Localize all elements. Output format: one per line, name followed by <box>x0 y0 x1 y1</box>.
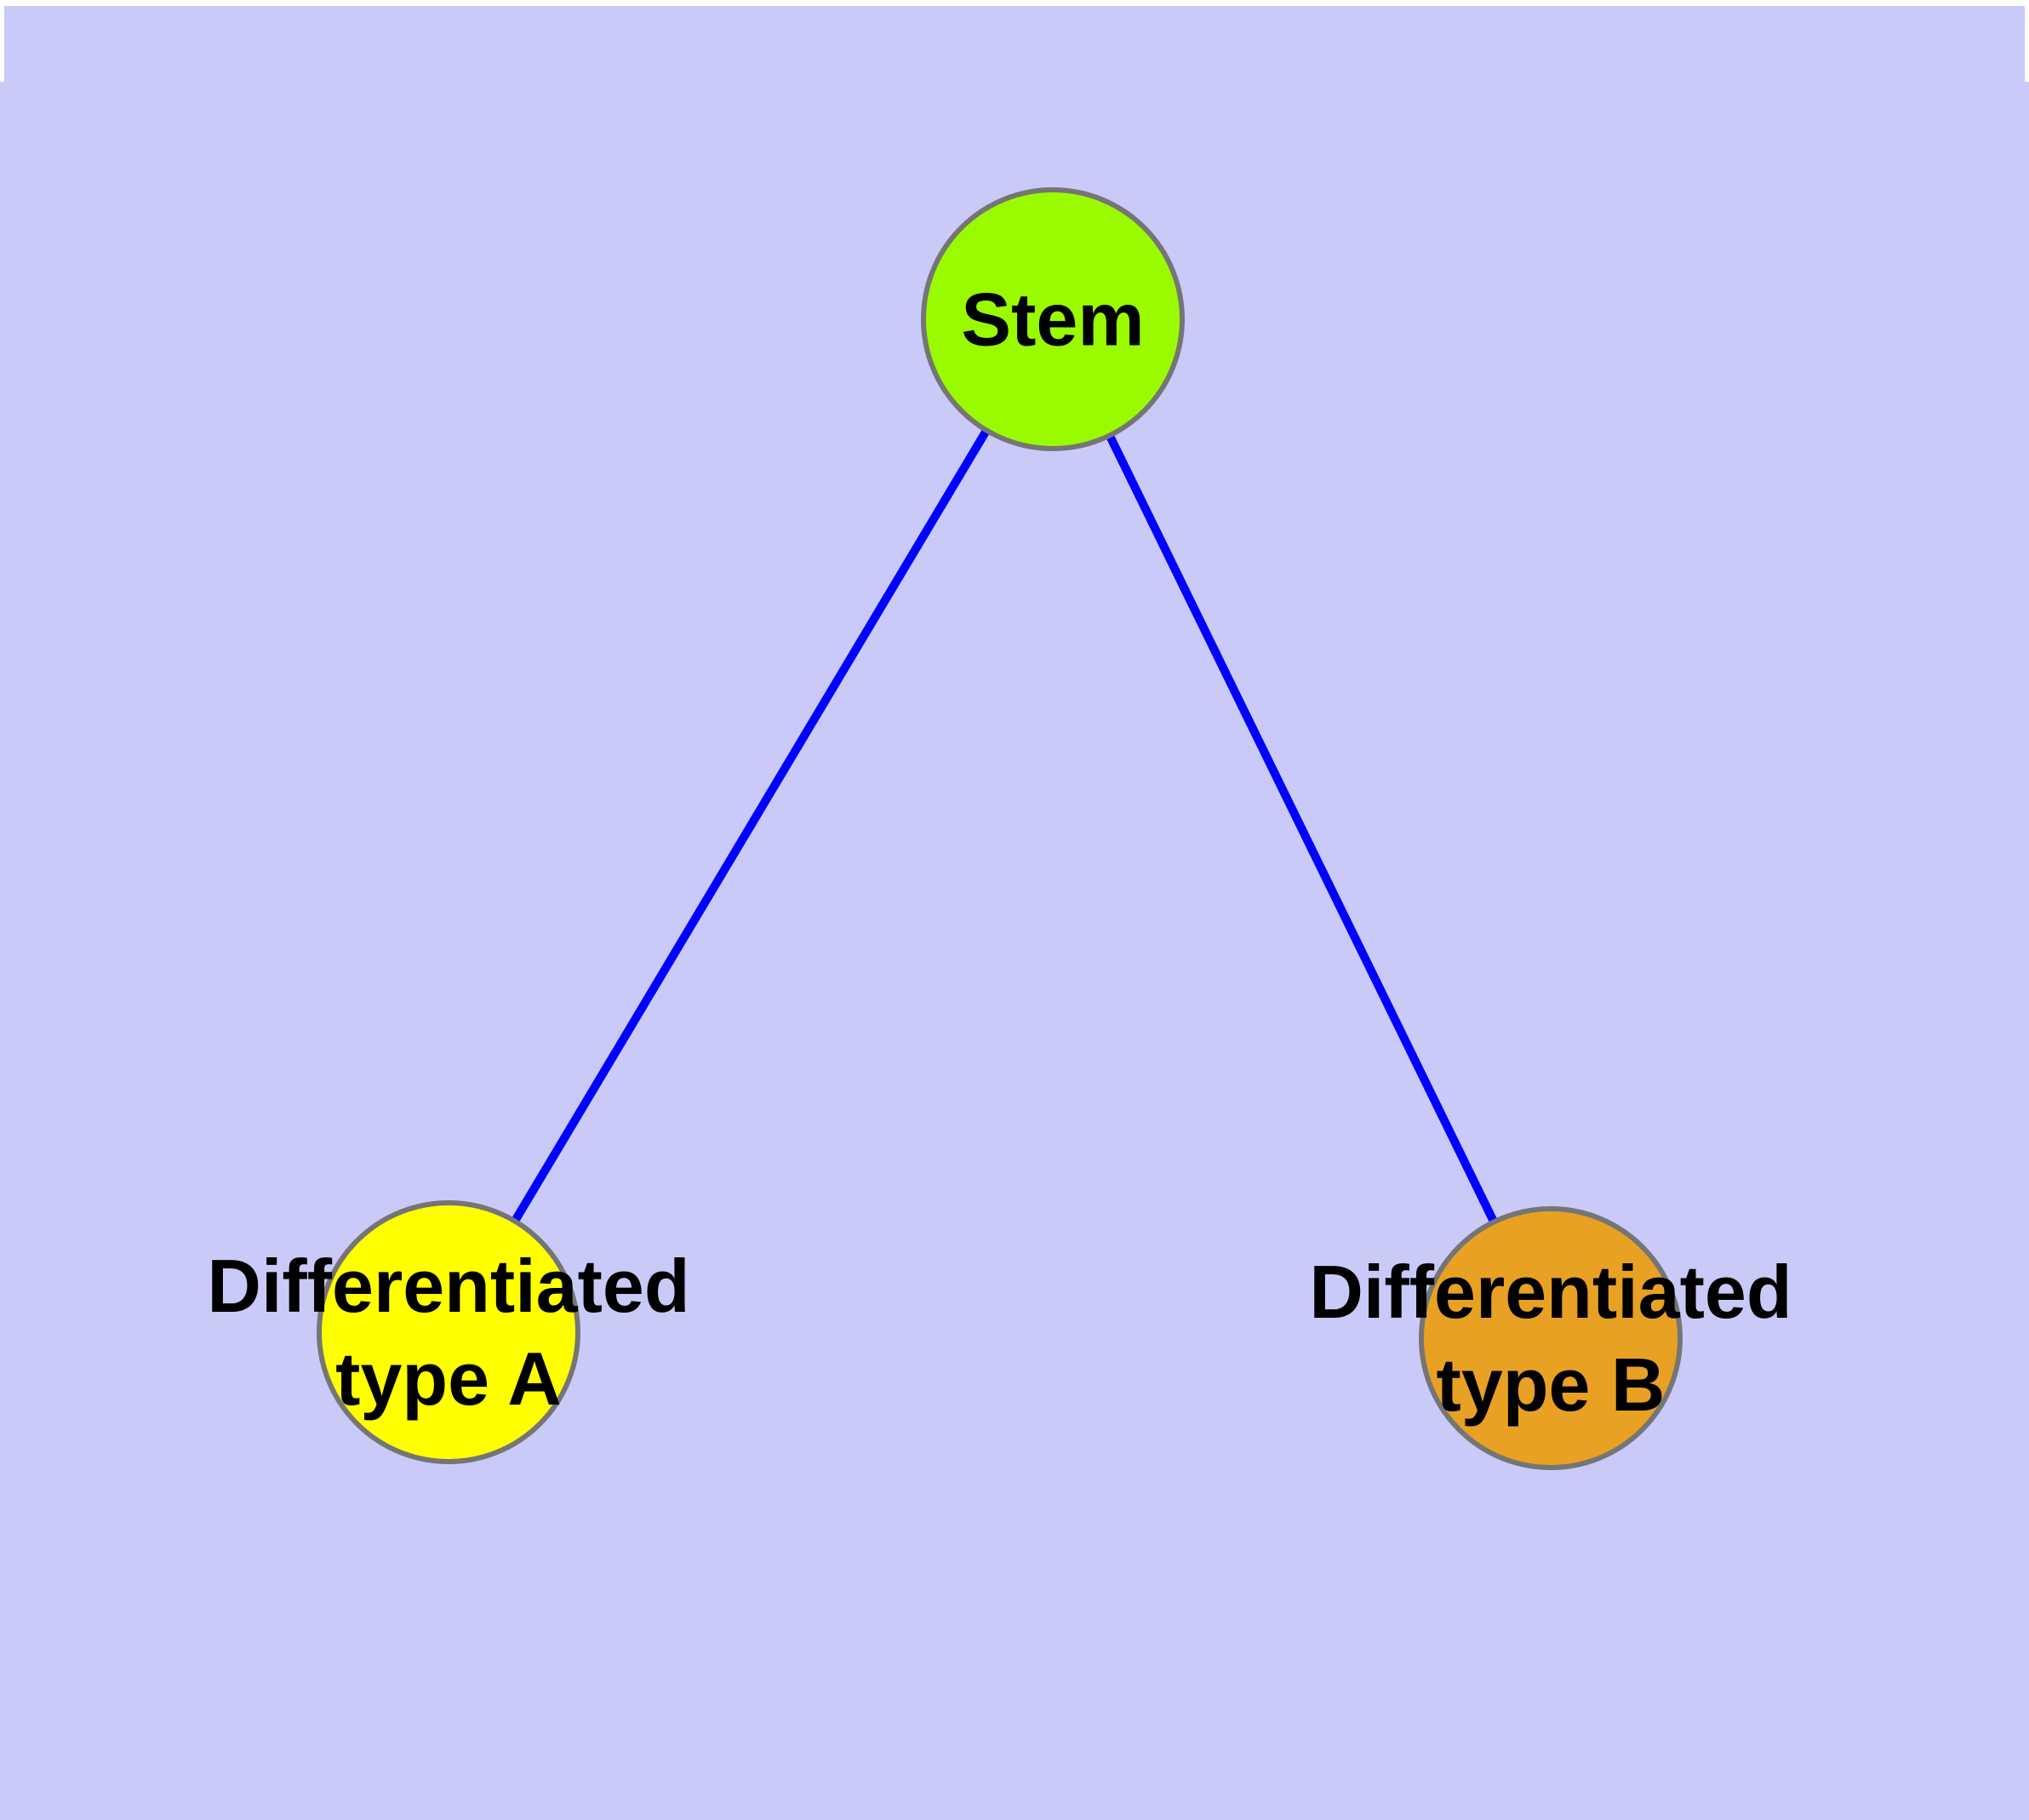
white-frame-top <box>0 0 2029 6</box>
white-frame-left <box>0 0 4 82</box>
node-stem-circle <box>921 187 1185 451</box>
white-frame-right <box>2025 0 2029 82</box>
edge-stem-to-type-a <box>444 317 1057 1335</box>
node-type-a-circle <box>317 1200 580 1464</box>
edge-stem-to-type-b <box>1049 317 1555 1341</box>
node-type-b-circle <box>1419 1206 1683 1470</box>
